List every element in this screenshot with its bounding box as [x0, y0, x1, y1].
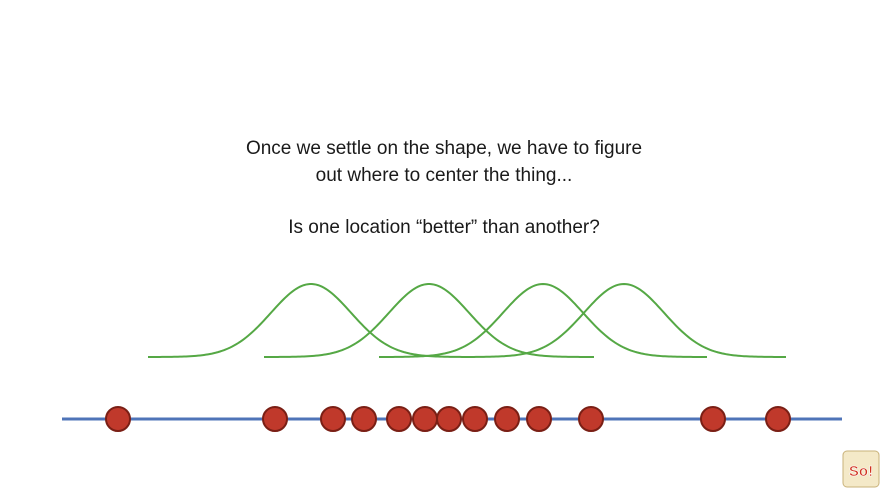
data-point-7	[436, 406, 462, 432]
data-point-4	[351, 406, 377, 432]
data-point-10	[526, 406, 552, 432]
data-point-12	[700, 406, 726, 432]
data-point-9	[494, 406, 520, 432]
data-point-6	[412, 406, 438, 432]
normal-curve-1	[148, 283, 474, 358]
caption-line-3: Is one location “better” than another?	[288, 217, 600, 238]
caption-line-2: out where to center the thing...	[315, 165, 573, 186]
data-point-13	[765, 406, 791, 432]
data-point-2	[262, 406, 288, 432]
data-point-11	[578, 406, 604, 432]
data-point-5	[386, 406, 412, 432]
data-points	[105, 406, 791, 432]
data-point-8	[462, 406, 488, 432]
statquest-logo-icon: So!	[842, 450, 880, 488]
normal-curve-4	[462, 282, 786, 358]
normal-curves	[148, 282, 786, 358]
data-point-1	[105, 406, 131, 432]
normal-curve-2	[263, 283, 595, 358]
normal-curve-3	[379, 282, 707, 358]
logo-text: So!	[849, 463, 873, 480]
caption-line-1: Once we settle on the shape, we have to …	[245, 138, 643, 159]
data-point-3	[320, 406, 346, 432]
